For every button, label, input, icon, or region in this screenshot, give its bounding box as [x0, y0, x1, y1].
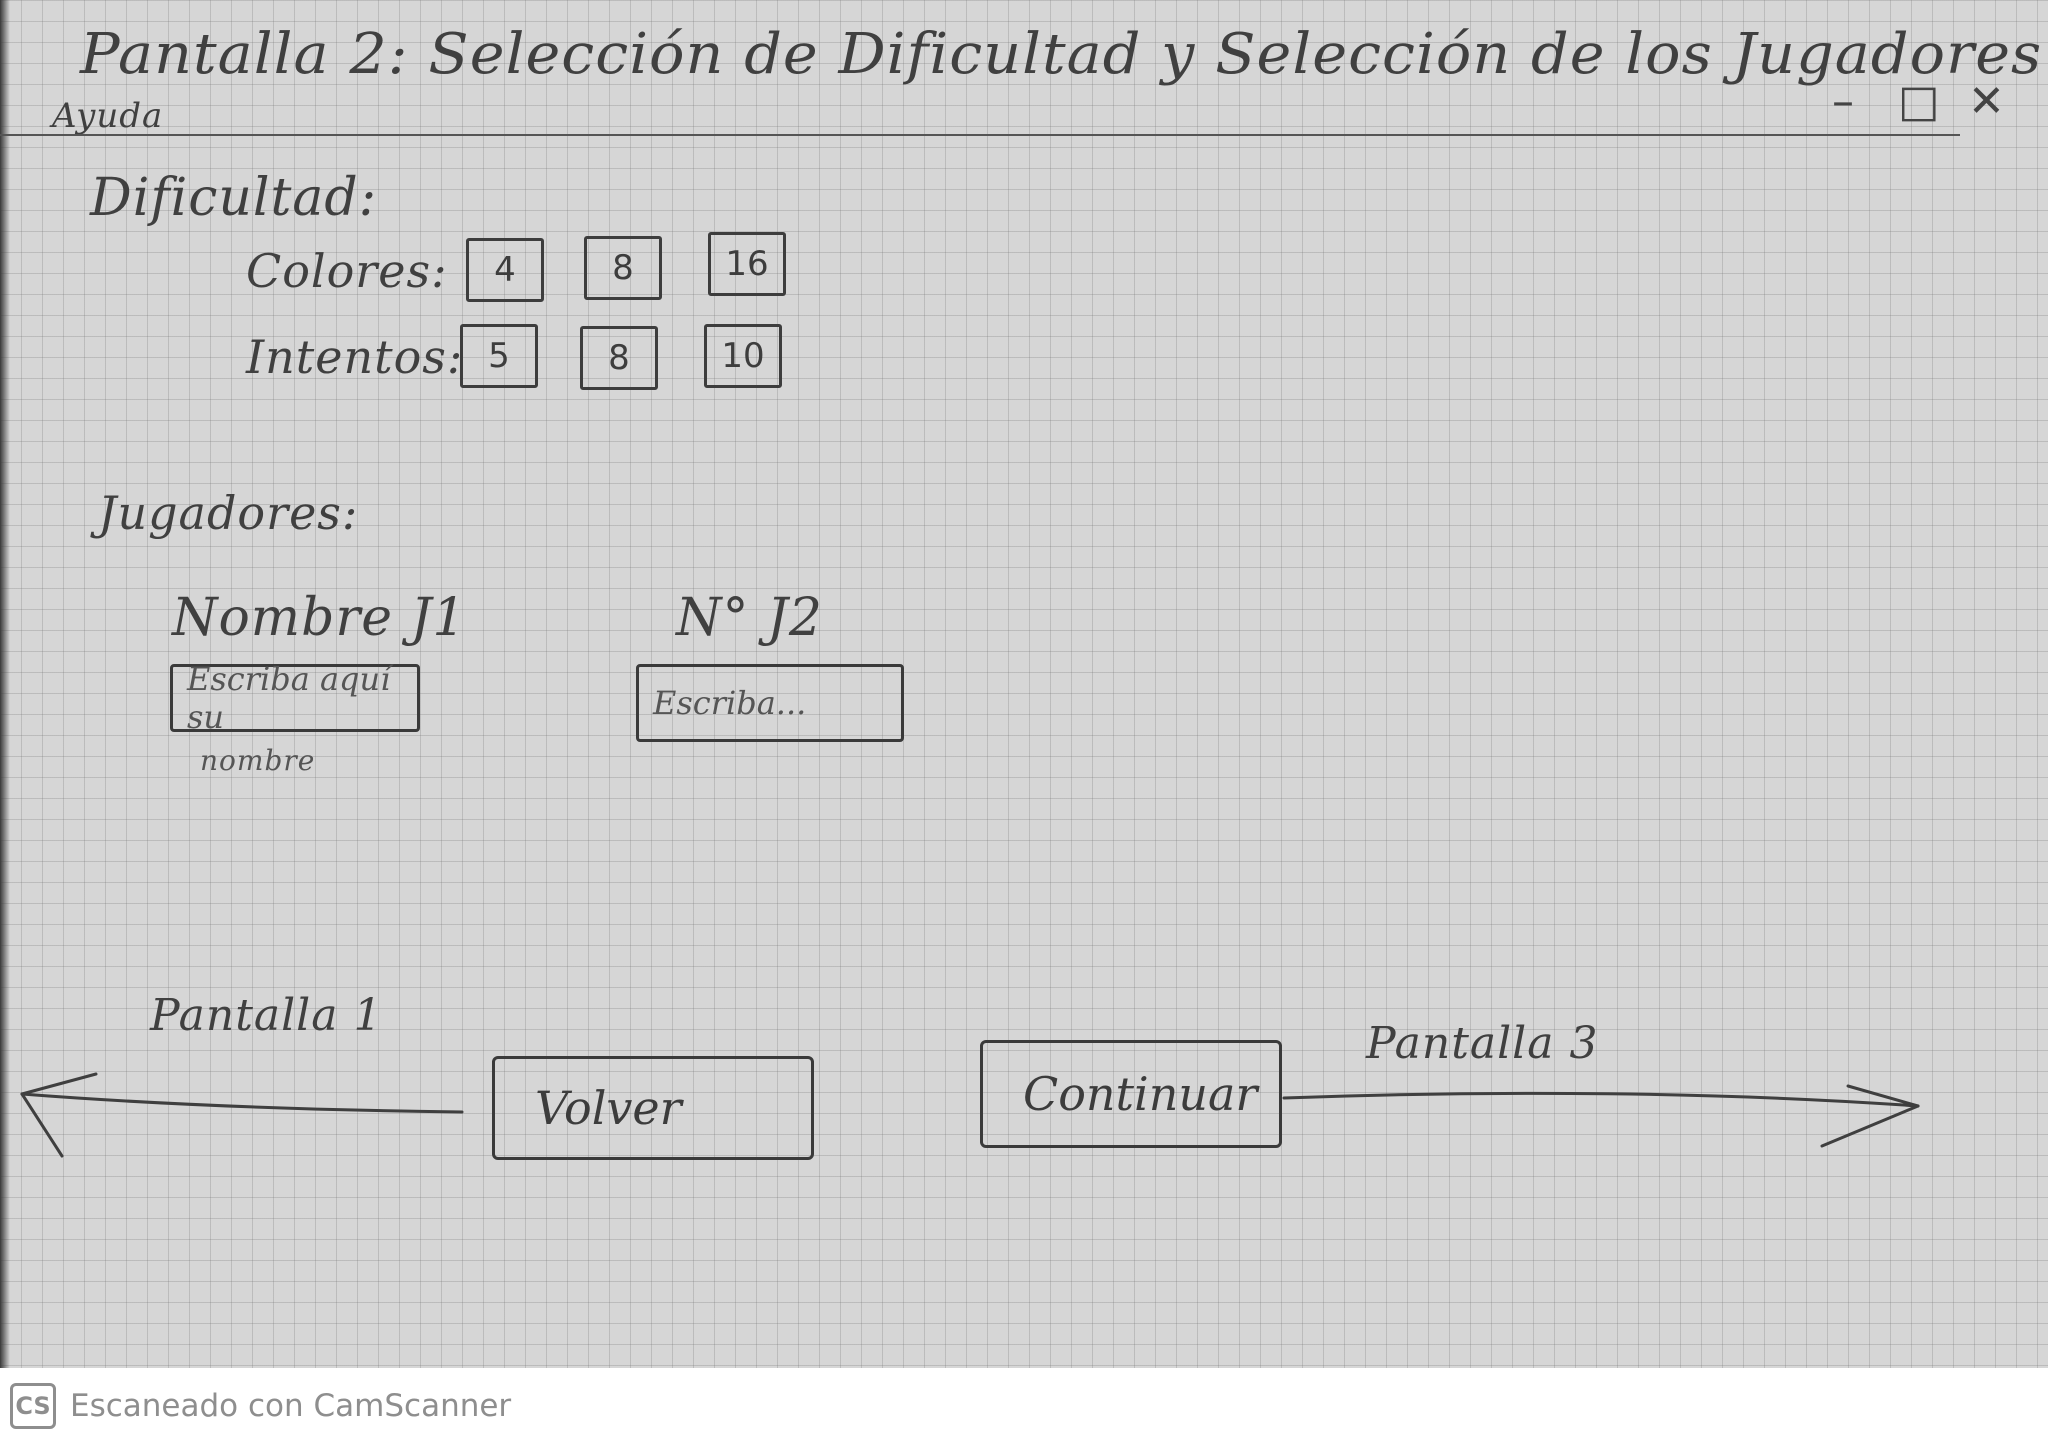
continue-button[interactable]: Continuar — [980, 1040, 1282, 1148]
sketch-paper: Pantalla 2: Selección de Dificultad y Se… — [0, 0, 2048, 1368]
player1-name-input[interactable]: Escriba aquí su — [170, 660, 420, 736]
attempts-option-8[interactable]: 8 — [580, 326, 658, 390]
camscanner-logo-icon: CS — [10, 1383, 56, 1429]
close-icon[interactable]: ✕ — [1968, 76, 2005, 127]
continue-target-annotation: Pantalla 3 — [1366, 1018, 1599, 1069]
colors-option-16[interactable]: 16 — [708, 232, 786, 296]
window-title: Pantalla 2: Selección de Dificultad y Se… — [80, 22, 2043, 87]
attempts-option-10[interactable]: 10 — [704, 324, 782, 388]
arrow-right-icon — [1282, 1084, 1920, 1148]
navigation-arrows — [20, 1072, 1920, 1158]
back-button[interactable]: Volver — [492, 1056, 814, 1160]
player1-label: Nombre J1 — [172, 588, 467, 648]
scanner-watermark-text: Escaneado con CamScanner — [70, 1388, 512, 1424]
colors-label: Colores: — [246, 244, 448, 298]
player2-label: N° J2 — [676, 588, 823, 648]
player1-input-note: nombre — [200, 744, 316, 777]
arrow-left-icon — [20, 1072, 464, 1158]
colors-option-8[interactable]: 8 — [584, 236, 662, 300]
scanner-footer: CS Escaneado con CamScanner — [10, 1380, 511, 1432]
menu-help[interactable]: Ayuda — [52, 96, 164, 136]
player2-name-input[interactable]: Escriba... — [636, 664, 904, 742]
title-bar-divider — [0, 134, 1960, 136]
minimize-icon[interactable]: – — [1832, 76, 1854, 127]
attempts-option-5[interactable]: 5 — [460, 324, 538, 388]
difficulty-heading: Dificultad: — [90, 168, 378, 228]
back-target-annotation: Pantalla 1 — [150, 990, 383, 1041]
attempts-label: Intentos: — [246, 330, 464, 384]
maximize-icon[interactable]: □ — [1898, 76, 1940, 127]
colors-option-4[interactable]: 4 — [466, 238, 544, 302]
players-heading: Jugadores: — [98, 486, 359, 540]
